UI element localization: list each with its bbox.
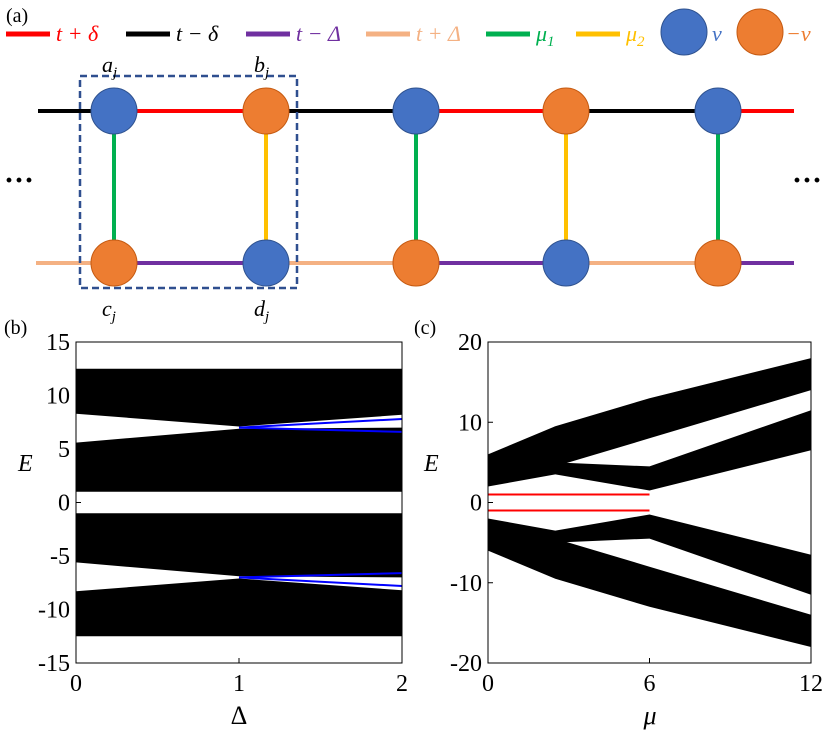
energy-band-4	[76, 578, 402, 637]
panel-c: (c) 20 10 0 -10 -20 0 6 12 E μ	[414, 317, 823, 730]
ellipsis-right: ···	[792, 164, 822, 197]
panel-b: (b) 15 10 5 0 -5 -10 -15 0 1 2 E Δ	[4, 317, 408, 730]
x-axis-label: Δ	[231, 701, 248, 730]
legend-label-mu2: μ2	[625, 21, 645, 50]
band-regions	[76, 368, 402, 637]
energy-band-2	[488, 410, 811, 491]
y-tick-label: 0	[470, 491, 482, 517]
legend-dot-v	[660, 8, 708, 56]
y-axis-label: E	[17, 451, 33, 477]
site-c	[392, 239, 440, 287]
legend-label-minus-v: −v	[786, 21, 811, 46]
legend-label-mu1: μ1	[535, 21, 555, 50]
y-tick-label: 5	[58, 437, 70, 463]
y-tick-label: 10	[458, 410, 482, 436]
y-tick-label: -10	[450, 571, 482, 597]
x-tick-label: 1	[233, 671, 245, 697]
y-tick-label: 20	[458, 330, 482, 356]
y-ticks: 15 10 5 0 -5 -10 -15	[38, 330, 81, 677]
site-label-c: cj	[102, 296, 116, 325]
legend: t + δ t − δ t − Δ t + Δ μ1 μ2 v −v	[6, 8, 811, 56]
x-ticks: 0 6 12	[482, 658, 823, 697]
x-tick-label: 2	[396, 671, 408, 697]
x-tick-label: 0	[70, 671, 82, 697]
x-axis-label: μ	[642, 701, 656, 730]
energy-band-1	[76, 368, 402, 427]
y-tick-label: -15	[38, 651, 70, 677]
site-c	[694, 239, 742, 287]
site-a	[694, 87, 742, 135]
site-c	[90, 239, 138, 287]
edge-state-1	[238, 418, 403, 429]
lattice-rungs	[112, 111, 720, 263]
energy-band-1	[488, 358, 811, 483]
edge-state-4	[238, 576, 403, 587]
edge-state-lines	[238, 418, 403, 587]
y-tick-label: 0	[58, 491, 70, 517]
legend-label-t-plus-Delta: t + Δ	[416, 21, 461, 46]
energy-band-4	[488, 522, 811, 647]
legend-label-t-minus-Delta: t − Δ	[296, 21, 341, 46]
x-tick-label: 0	[482, 671, 494, 697]
ellipsis-left: ···	[4, 164, 34, 197]
energy-band-2	[76, 427, 402, 492]
edge-state-3	[238, 572, 403, 579]
site-label-a: aj	[102, 52, 117, 81]
site-b	[242, 87, 290, 135]
legend-label-t-minus-delta: t − δ	[176, 21, 219, 46]
edge-state-lines	[488, 493, 650, 512]
y-ticks: 20 10 0 -10 -20	[450, 330, 493, 677]
y-axis-label: E	[423, 451, 439, 477]
site-label-b: bj	[254, 52, 269, 81]
legend-label-t-plus-delta: t + δ	[56, 21, 99, 46]
site-a	[90, 87, 138, 135]
panel-label-b: (b)	[4, 317, 27, 339]
energy-band-3	[488, 514, 811, 595]
band-regions	[488, 358, 811, 647]
panel-label-c: (c)	[414, 317, 436, 339]
edge-state-2	[238, 426, 403, 433]
y-tick-label: -10	[38, 598, 70, 624]
unit-cell-box	[78, 74, 299, 290]
panel-label-a: (a)	[6, 5, 28, 27]
x-ticks: 0 1 2	[70, 658, 408, 697]
lattice-sites	[90, 87, 742, 287]
site-label-d: dj	[254, 296, 269, 325]
x-tick-label: 12	[799, 671, 823, 697]
site-d	[542, 239, 590, 287]
energy-band-3	[76, 513, 402, 578]
site-b	[542, 87, 590, 135]
x-tick-label: 6	[644, 671, 656, 697]
y-tick-label: -20	[450, 651, 482, 677]
y-tick-label: 15	[46, 330, 70, 356]
panel-a: (a) t + δ t − δ t − Δ t + Δ μ1 μ2 v −v	[4, 5, 822, 325]
legend-dot-minus-v	[736, 8, 784, 56]
y-tick-label: -5	[50, 544, 70, 570]
y-tick-label: 10	[46, 384, 70, 410]
site-d	[242, 239, 290, 287]
legend-label-v: v	[712, 21, 722, 46]
site-a	[392, 87, 440, 135]
